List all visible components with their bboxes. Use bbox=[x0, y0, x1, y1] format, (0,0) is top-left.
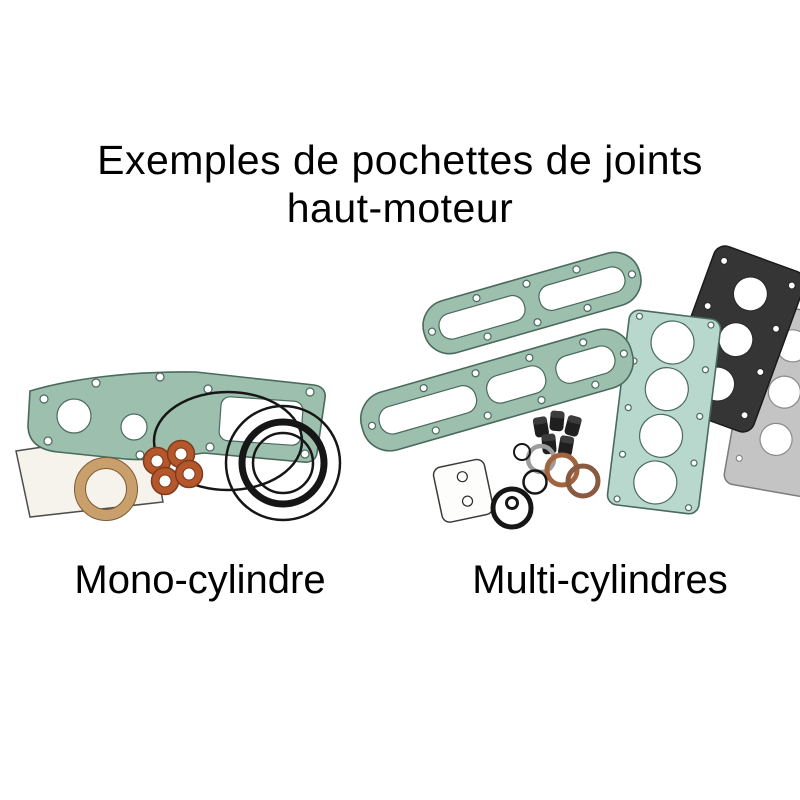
valve-cover-gasket-lower-icon bbox=[359, 328, 635, 452]
page-title: Exemples de pochettes de joints haut-mot… bbox=[0, 136, 800, 233]
ring-set-icon bbox=[224, 404, 342, 522]
title-line-1: Exemples de pochettes de joints bbox=[97, 137, 703, 183]
fiber-ring-icon bbox=[74, 457, 138, 521]
valve-cover-gasket-upper-icon bbox=[422, 251, 642, 355]
small-paper-gasket-icon bbox=[432, 458, 494, 523]
title-line-2: haut-moteur bbox=[286, 185, 514, 232]
o-ring-with-seal-icon bbox=[490, 486, 534, 530]
head-gasket-icon bbox=[606, 309, 722, 515]
valve-stem-seals-icon bbox=[532, 410, 582, 457]
mono-cylinder-label: Mono-cylindre bbox=[74, 558, 326, 602]
multi-cylinder-gasket-kit bbox=[359, 245, 800, 530]
small-o-rings-icon bbox=[513, 443, 548, 495]
mono-cylinder-gasket-kit bbox=[15, 371, 342, 522]
multi-cylinder-label: Multi-cylindres bbox=[472, 558, 728, 602]
copper-washers-icon bbox=[142, 439, 204, 496]
caption-row: Mono-cylindre Multi-cylindres bbox=[0, 558, 800, 603]
